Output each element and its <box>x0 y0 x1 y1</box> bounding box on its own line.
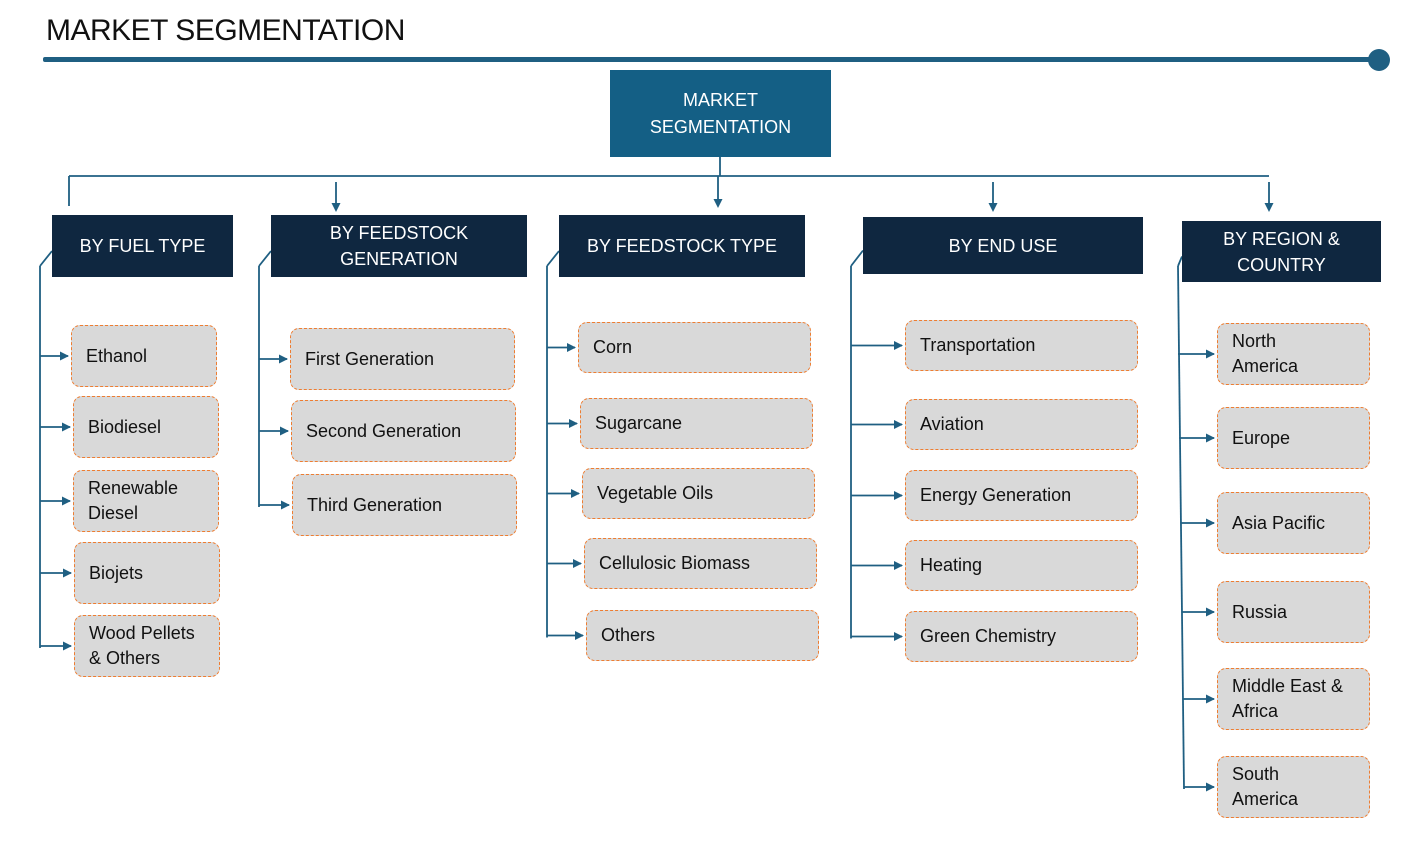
segment-item: Middle East & Africa <box>1217 668 1370 730</box>
item-arrow <box>569 419 578 428</box>
item-arrow <box>1206 349 1215 359</box>
spine-connector-line <box>1177 256 1183 267</box>
segment-item: Biojets <box>74 542 220 604</box>
category-drop-arrow <box>988 203 998 212</box>
segment-item: North America <box>1217 323 1370 385</box>
segment-item: Aviation <box>905 399 1138 450</box>
item-arrow <box>894 341 903 350</box>
item-arrow <box>1206 433 1215 443</box>
segment-item: Renewable Diesel <box>73 470 219 532</box>
segment-item: First Generation <box>290 328 515 390</box>
category-box: BY END USE <box>863 217 1143 274</box>
segment-item: Europe <box>1217 407 1370 469</box>
root-node: MARKET SEGMENTATION <box>610 70 831 157</box>
segment-item: Energy Generation <box>905 470 1138 521</box>
segment-item: Vegetable Oils <box>582 468 815 519</box>
segment-item: South America <box>1217 756 1370 818</box>
title-rule <box>43 57 1379 62</box>
item-arrow <box>1206 607 1215 617</box>
category-drop-arrow <box>713 199 723 208</box>
item-arrow <box>571 489 580 498</box>
title-rule-end-dot <box>1368 49 1390 71</box>
spine-connector-line <box>258 250 272 267</box>
segment-item: Wood Pellets & Others <box>74 615 220 677</box>
category-box: BY REGION & COUNTRY <box>1182 221 1381 282</box>
page-title: MARKET SEGMENTATION <box>46 14 405 47</box>
item-arrow <box>280 426 289 436</box>
category-box: BY FUEL TYPE <box>52 215 233 277</box>
segment-item: Green Chemistry <box>905 611 1138 662</box>
category-drop-arrow <box>1264 203 1274 212</box>
item-arrow <box>279 354 288 364</box>
spine-connector-line <box>39 250 53 267</box>
segment-item: Ethanol <box>71 325 217 387</box>
segment-item: Sugarcane <box>580 398 813 449</box>
item-arrow <box>894 632 903 641</box>
item-arrow <box>573 559 582 568</box>
item-arrow <box>1206 782 1215 792</box>
segment-item: Biodiesel <box>73 396 219 458</box>
segment-item: Cellulosic Biomass <box>584 538 817 589</box>
item-arrow <box>62 422 71 432</box>
item-arrow <box>567 343 576 352</box>
segment-item: Russia <box>1217 581 1370 643</box>
category-box: BY FEEDSTOCK TYPE <box>559 215 805 277</box>
spine-connector-line <box>546 250 560 267</box>
segment-item: Corn <box>578 322 811 373</box>
item-arrow <box>63 568 72 578</box>
item-arrow <box>894 561 903 570</box>
item-arrow <box>1206 518 1215 528</box>
segment-item: Others <box>586 610 819 661</box>
segment-item: Asia Pacific <box>1217 492 1370 554</box>
category-drop-arrow <box>331 203 341 212</box>
segment-item: Second Generation <box>291 400 516 462</box>
category-box: BY FEEDSTOCK GENERATION <box>271 215 527 277</box>
item-arrow <box>281 500 290 510</box>
spine-connector-line <box>850 249 864 267</box>
segment-item: Third Generation <box>292 474 517 536</box>
item-arrow <box>63 641 72 651</box>
item-arrow <box>894 420 903 429</box>
item-arrow <box>894 491 903 500</box>
item-arrow <box>575 631 584 640</box>
segment-item: Heating <box>905 540 1138 591</box>
item-arrow <box>1206 694 1215 704</box>
spine-line <box>1177 265 1185 790</box>
item-arrow <box>62 496 71 506</box>
item-arrow <box>60 351 69 361</box>
segment-item: Transportation <box>905 320 1138 371</box>
